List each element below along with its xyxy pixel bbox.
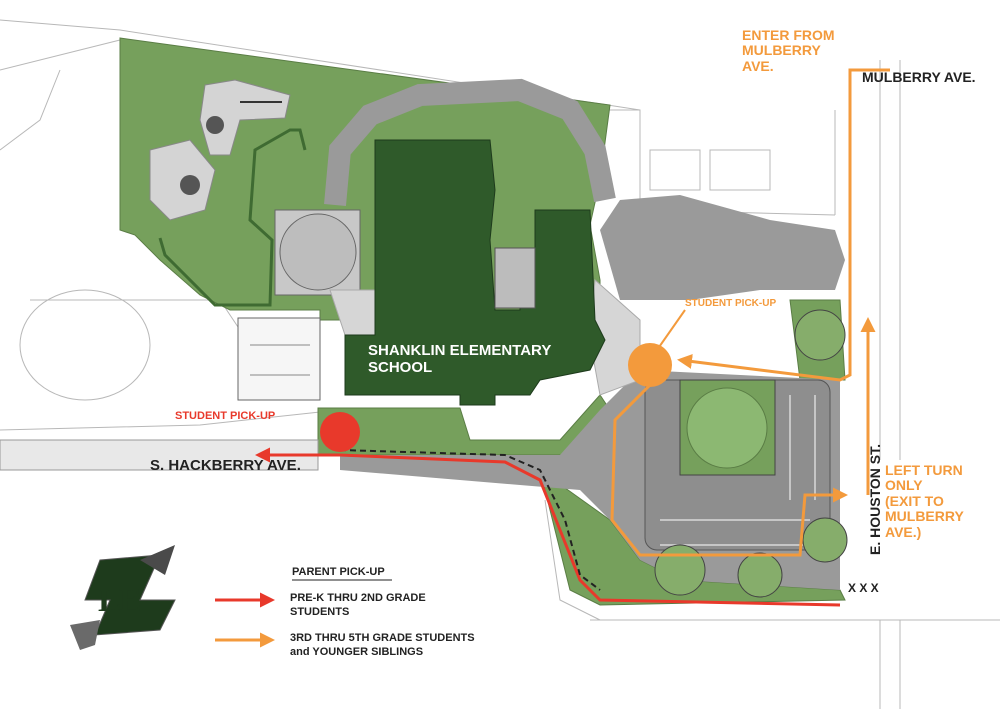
east-loop-road [600,195,845,300]
student-pickup-orange-label: STUDENT PICK-UP [685,298,777,309]
red-pickup-route [255,447,841,607]
school-name-label: SHANKLIN ELEMENTARY SCHOOL [368,342,552,376]
xxx-barrier-label: X X X [848,581,879,595]
logo-letters: LE [98,582,141,619]
orange-pickup-marker [628,343,672,387]
enter-from-label: ENTER FROM MULBERRY AVE. [742,27,835,74]
orange-entry-route [677,68,890,382]
courtyard-feature [494,247,536,309]
trees [654,309,848,598]
legend-item-red: PRE-K THRU 2ND GRADE STUDENTS [290,592,426,618]
mulberry-ave-label: MULBERRY AVE. [862,69,976,85]
background-linework [0,19,1000,709]
legend-title: PARENT PICK-UP [292,566,385,578]
walking-track [158,128,307,307]
hackberry-road [0,439,319,471]
hackberry-ave-label: S. HACKBERRY AVE. [150,457,301,474]
left-turn-label: LEFT TURN ONLY (EXIT TO MULBERRY AVE.) [885,462,964,540]
student-pickup-red-label: STUDENT PICK-UP [175,410,276,422]
orange-loop-route [610,383,848,557]
school-building [344,139,606,406]
red-route-dashes [339,449,601,591]
playground [149,79,291,221]
legend-item-orange: 3RD THRU 5TH GRADE STUDENTS and YOUNGER … [290,632,475,658]
tennis-courts [237,317,321,401]
houston-st-label: E. HOUSTON ST. [867,444,883,555]
red-pickup-marker [320,412,360,452]
north-driveway [324,78,616,206]
school-logo [70,545,176,650]
